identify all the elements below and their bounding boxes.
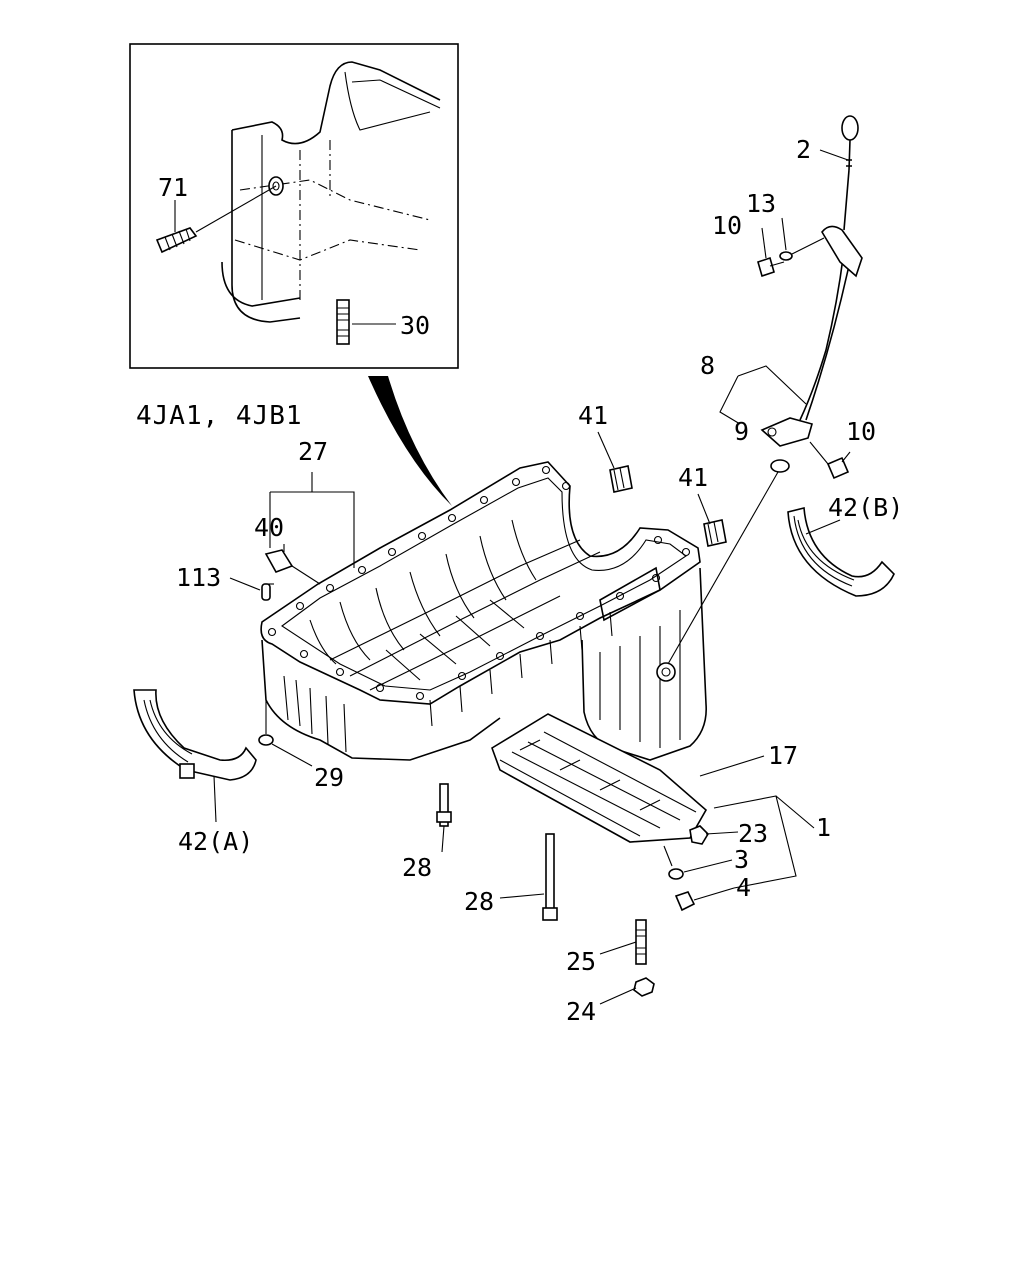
bolt-28-b bbox=[542, 833, 558, 921]
washer-13 bbox=[779, 251, 793, 261]
pin-113 bbox=[261, 583, 271, 601]
callout-29: 29 bbox=[314, 763, 344, 792]
callout-24: 24 bbox=[566, 997, 596, 1026]
half-seal-42b bbox=[787, 506, 895, 597]
half-seal-42a bbox=[133, 689, 257, 781]
callout-9: 9 bbox=[734, 417, 749, 446]
callout-1: 1 bbox=[816, 813, 831, 842]
callout-8: 8 bbox=[700, 351, 715, 380]
flange-bolt-holes bbox=[267, 465, 691, 701]
nut-24 bbox=[633, 977, 655, 997]
callout-42a: 42(A) bbox=[178, 827, 253, 856]
callout-17: 17 bbox=[768, 741, 798, 770]
callout-27: 27 bbox=[298, 437, 328, 466]
inner-ribs bbox=[309, 519, 601, 691]
dowel-40 bbox=[264, 549, 321, 585]
callout-42b: 42(B) bbox=[828, 493, 903, 522]
dipstick-assembly bbox=[667, 115, 863, 665]
stud-71 bbox=[155, 185, 277, 254]
callout-30: 30 bbox=[400, 311, 430, 340]
mount-41-b bbox=[703, 519, 727, 547]
callout-41-b: 41 bbox=[678, 463, 708, 492]
bracket-8 bbox=[719, 365, 807, 425]
o-ring-9 bbox=[770, 459, 790, 473]
mount-41-a bbox=[609, 465, 633, 493]
inset-detail: 71 30 bbox=[129, 43, 459, 369]
callout-28-b: 28 bbox=[464, 887, 494, 916]
stud-25 bbox=[635, 919, 647, 965]
callout-2: 2 bbox=[796, 135, 811, 164]
callout-113: 113 bbox=[176, 563, 221, 592]
callout-25: 25 bbox=[566, 947, 596, 976]
inset-pointer-arrow bbox=[368, 376, 452, 506]
dipstick-handle bbox=[841, 115, 859, 141]
callout-40: 40 bbox=[254, 513, 284, 542]
drain-parts bbox=[663, 825, 710, 912]
model-label: 4JA1, 4JB1 bbox=[136, 401, 303, 431]
bracket-27 bbox=[269, 472, 355, 568]
leader-lines bbox=[213, 149, 851, 1005]
bolt-28-a bbox=[436, 783, 452, 827]
callout-13: 13 bbox=[746, 189, 776, 218]
callout-28-a: 28 bbox=[402, 853, 432, 882]
inset-frame bbox=[129, 43, 459, 369]
callout-10-right: 10 bbox=[846, 417, 876, 446]
inset-block-drawing bbox=[221, 61, 441, 323]
callout-23: 23 bbox=[738, 819, 768, 848]
callout-3: 3 bbox=[734, 845, 749, 874]
callout-71: 71 bbox=[158, 173, 188, 202]
callout-10-top: 10 bbox=[712, 211, 742, 240]
stud-30 bbox=[336, 299, 396, 345]
callout-4: 4 bbox=[736, 873, 751, 902]
plug-29 bbox=[258, 700, 274, 746]
bracket-1 bbox=[713, 795, 815, 889]
oil-pan bbox=[260, 461, 708, 843]
callout-41-a: 41 bbox=[578, 401, 608, 430]
